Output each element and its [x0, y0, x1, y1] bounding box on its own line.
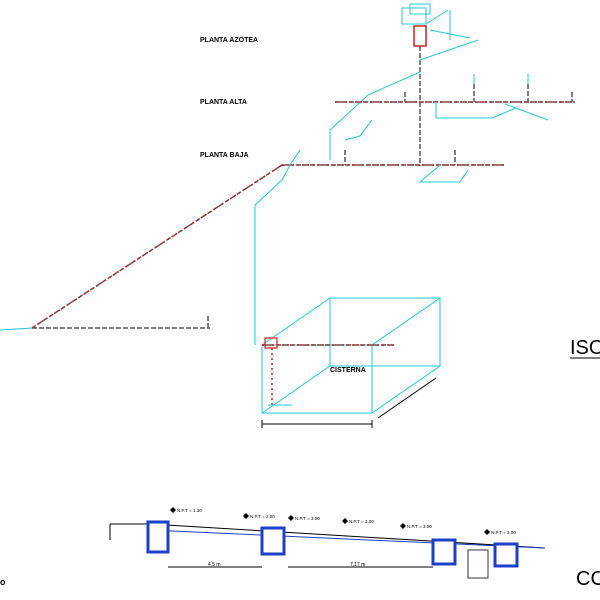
- level-tag-4: N.P.T = 3.00: [349, 519, 374, 524]
- upper-floor-pipes: [335, 74, 575, 141]
- left-edge-fragment: o: [0, 577, 6, 587]
- roof-branch: [419, 39, 479, 61]
- cistern-feed-line: [254, 179, 283, 345]
- level-label-baja: PLANTA BAJA: [200, 152, 249, 159]
- level-tag-3: N.P.T = 3.00: [295, 516, 320, 521]
- cistern-label: CISTERNA: [330, 367, 366, 374]
- section-view: N.P.T = 1.30 N.P.T = 2.00 N.P.T = 3.00 N…: [0, 507, 546, 587]
- section-pipe: [149, 529, 546, 549]
- dim-label-1: 4.5 m: [208, 562, 221, 568]
- riser-cyan-drop: [329, 71, 421, 160]
- tank-1: [146, 520, 170, 554]
- dim-label-2: 7.17 m: [350, 562, 365, 568]
- cistern-box: [261, 297, 441, 428]
- tank-4: [493, 542, 519, 568]
- isometric-view: PLANTA AZOTEA PLANTA ALTA PLANTA BAJA CI…: [0, 3, 575, 428]
- iso-title-fragment: ISO: [570, 337, 600, 359]
- ground-floor-pipes: [281, 149, 505, 183]
- roof-tank: [401, 3, 471, 47]
- level-label-alta: PLANTA ALTA: [200, 99, 247, 106]
- tank-2: [260, 526, 286, 556]
- level-tag-6: N.P.T = 3.00: [491, 530, 516, 535]
- meter-box: [467, 549, 489, 579]
- level-tag-2: N.P.T = 2.00: [250, 514, 275, 519]
- level-tag-5: N.P.T = 3.00: [407, 524, 432, 529]
- level-tags: N.P.T = 1.30 N.P.T = 2.00 N.P.T = 3.00 N…: [170, 507, 516, 535]
- tank-3: [431, 538, 457, 566]
- diagonal-main: [31, 164, 283, 329]
- section-title-fragment: CC: [576, 568, 600, 590]
- ground-line: [110, 523, 546, 549]
- inlet-line: [0, 327, 33, 331]
- level-label-azotea: PLANTA AZOTEA: [200, 37, 258, 44]
- level-tag-1: N.P.T = 1.30: [177, 508, 202, 513]
